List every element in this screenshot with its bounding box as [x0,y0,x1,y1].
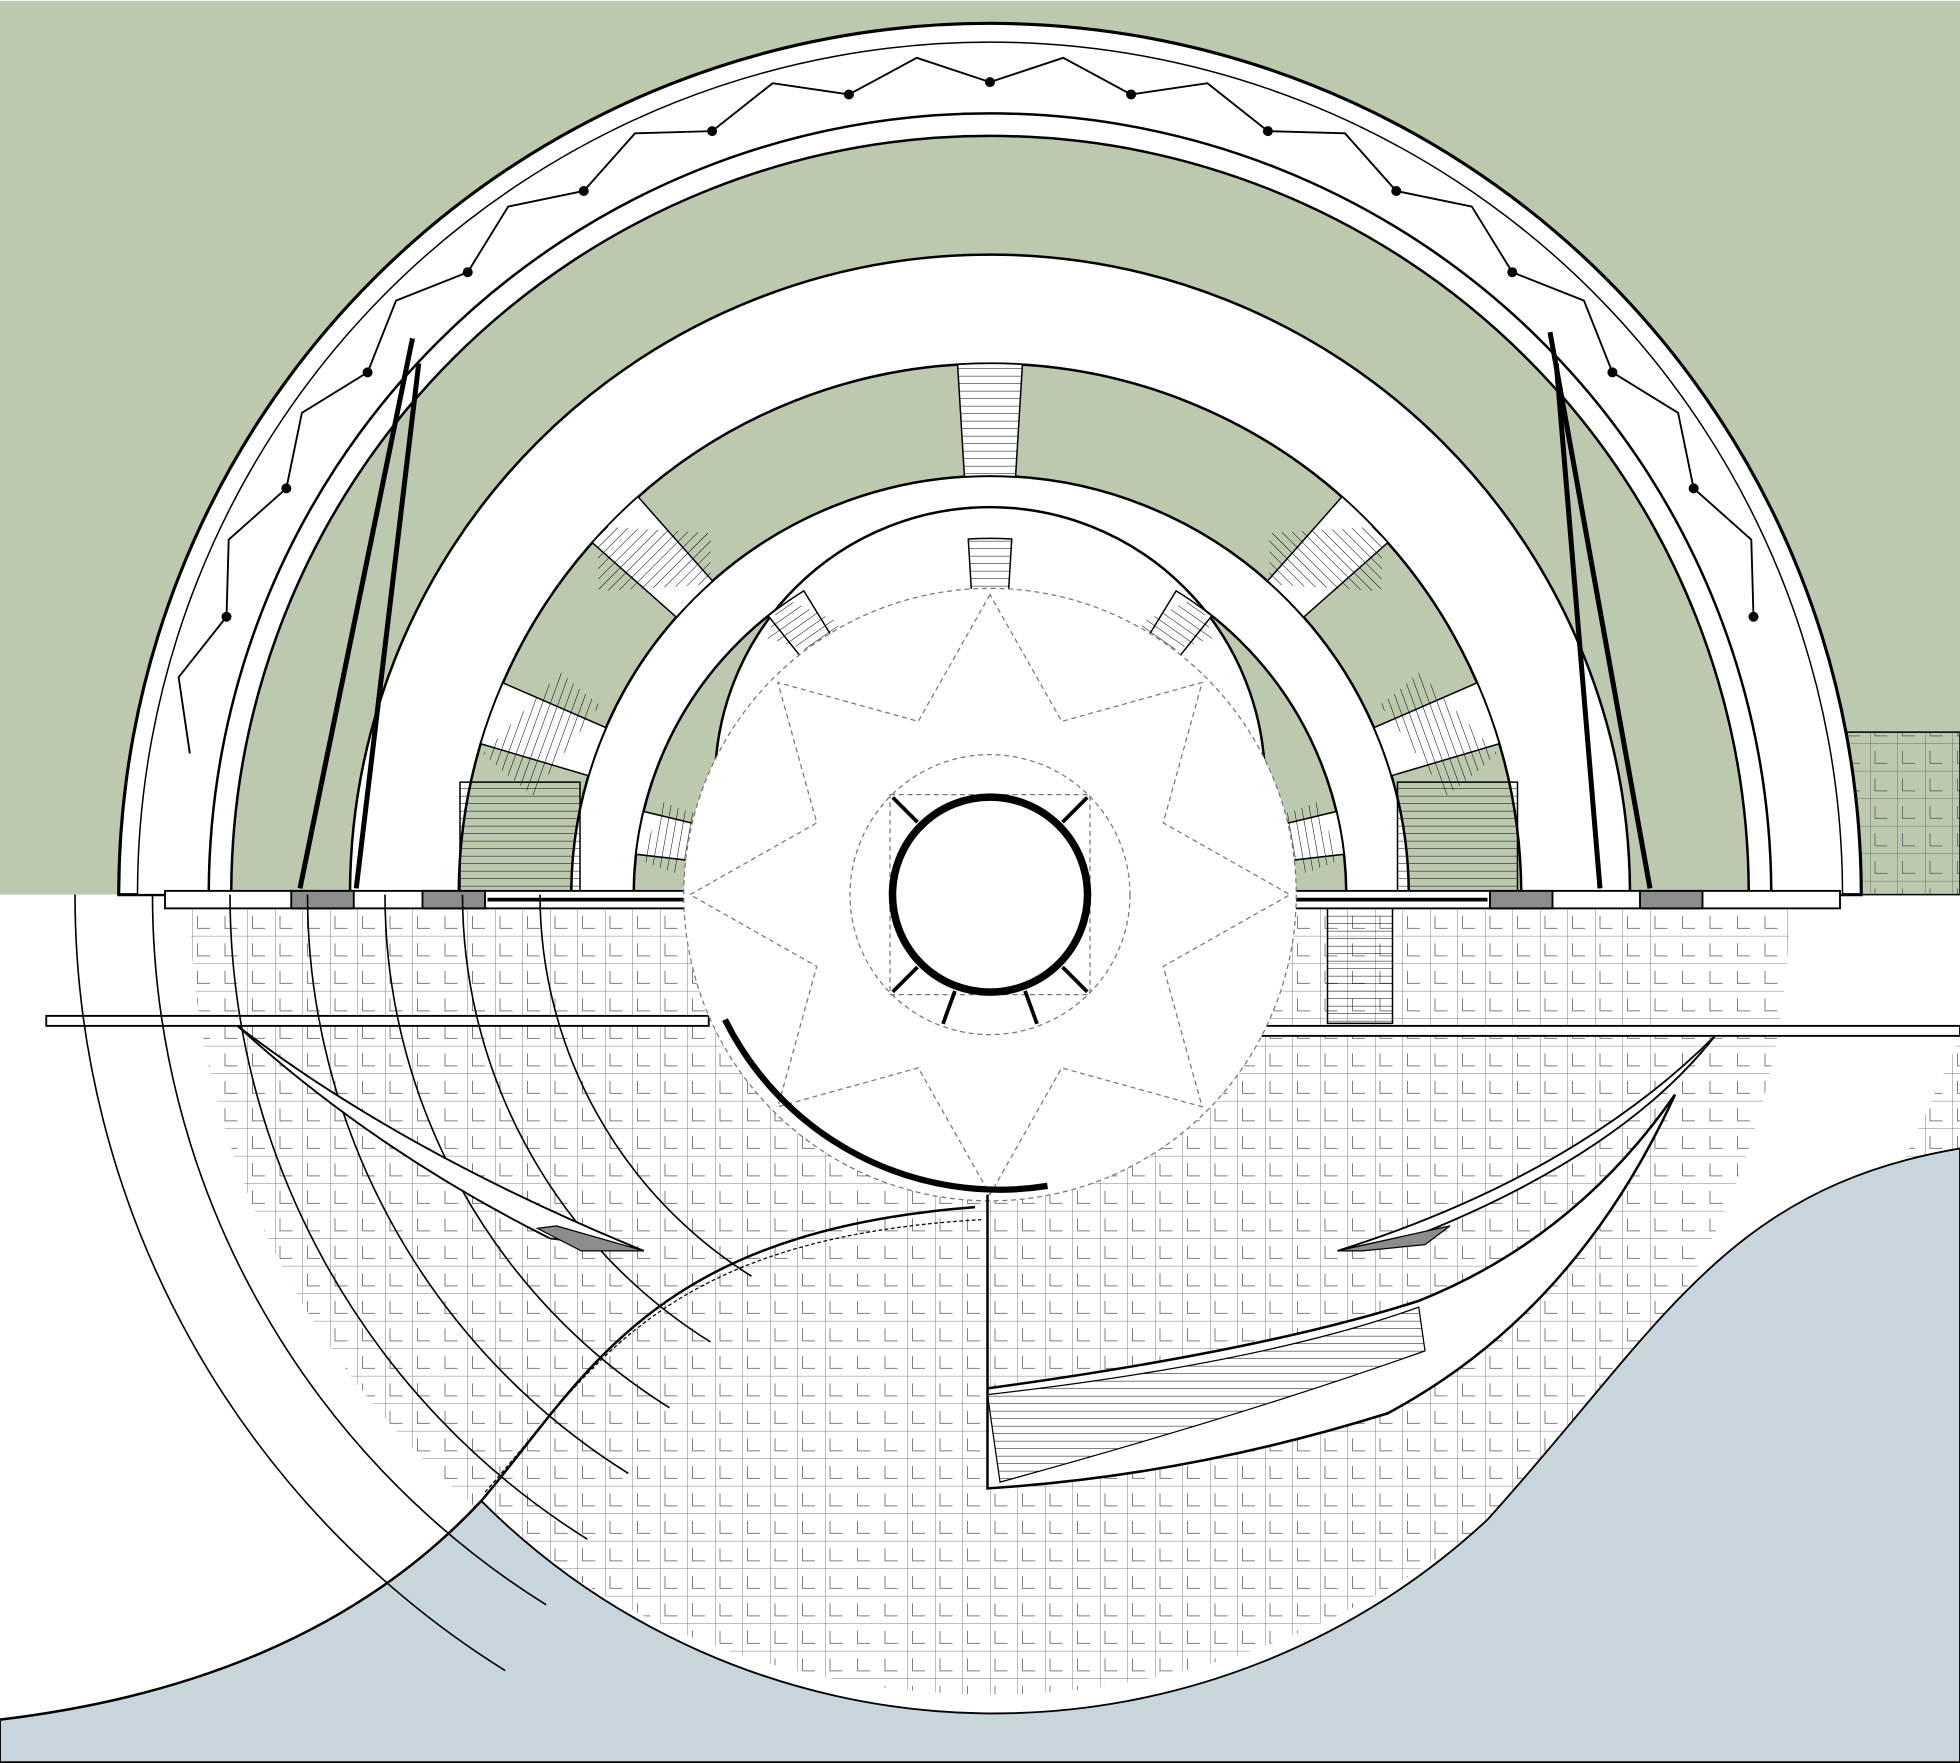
paving-area [190,894,1790,1695]
radial-strut [1023,990,1039,1025]
roof-truss [366,271,469,373]
truss-node [985,77,995,88]
terrace-step-line [229,894,588,1540]
column-footing [1489,889,1554,910]
terrace-step-line [306,894,629,1475]
truss-node [221,611,232,622]
roof-truss [1611,371,1695,489]
terrace-step-line [461,894,711,1343]
stair-treads [957,363,1023,477]
truss-node [1262,126,1273,137]
roof-truss [225,487,287,617]
east-ramp-pad [1337,1225,1451,1252]
southeast-stair [1326,897,1394,1025]
roof-truss [466,190,584,273]
truss-node [578,185,589,196]
lower-plaza [74,894,1716,1672]
stage-star-pattern [688,593,1292,1196]
west-pier [45,1014,710,1027]
stage-outline-inner [849,754,1131,1036]
truss-node [1748,611,1759,622]
terrace-step-line [151,894,547,1606]
grand-stair-treads [986,1306,1426,1483]
roof-truss [989,56,1132,96]
west-ramp-pad [535,1225,644,1252]
central-stage [683,587,1297,1202]
radial-strut [941,990,957,1025]
roof-truss [177,616,228,754]
roof-truss [285,371,369,489]
truss-node [462,267,473,278]
truss-node [1391,185,1402,196]
truss-node [707,126,718,137]
stair-treads [597,526,712,592]
terrace-step-line [74,894,506,1672]
column-footing [1639,889,1704,910]
stair-treads [1268,526,1383,592]
stair-treads [1380,672,1497,796]
roof-truss [1693,487,1755,617]
truss-node [1688,483,1699,494]
truss-node [1607,367,1618,378]
roof-truss [1267,130,1397,192]
roof-truss [1130,82,1269,132]
west-stair [459,781,581,896]
tension-mast [1547,331,1653,889]
stair-treads [1282,802,1341,875]
tension-mast [297,337,415,889]
east-pier [1249,1024,1960,1037]
tension-mast [1553,363,1603,889]
terrace-step-line [539,894,752,1277]
truss-node [1507,267,1518,278]
east-stair [1396,781,1519,896]
radial-strut [891,965,919,994]
roof-truss [1511,271,1614,373]
roof-truss [711,82,850,132]
truss-node [281,483,292,494]
column-footing [421,889,486,910]
radial-strut [1061,796,1089,824]
stair-treads [968,538,1012,602]
roof-truss [848,56,991,96]
stage-curved-wall [722,1018,1048,1193]
stair-treads [483,672,600,796]
promenade-edge [0,1205,976,1721]
stair-treads [639,802,698,875]
roof-truss [1396,190,1514,273]
radial-strut [891,796,919,824]
tension-mast [353,363,422,889]
truss-node [362,367,373,378]
central-drum [888,793,1092,996]
radial-strut [1061,965,1089,994]
column-footing [290,889,355,910]
roof-truss [583,130,713,192]
truss-node [1126,89,1137,100]
truss-node [843,89,854,100]
